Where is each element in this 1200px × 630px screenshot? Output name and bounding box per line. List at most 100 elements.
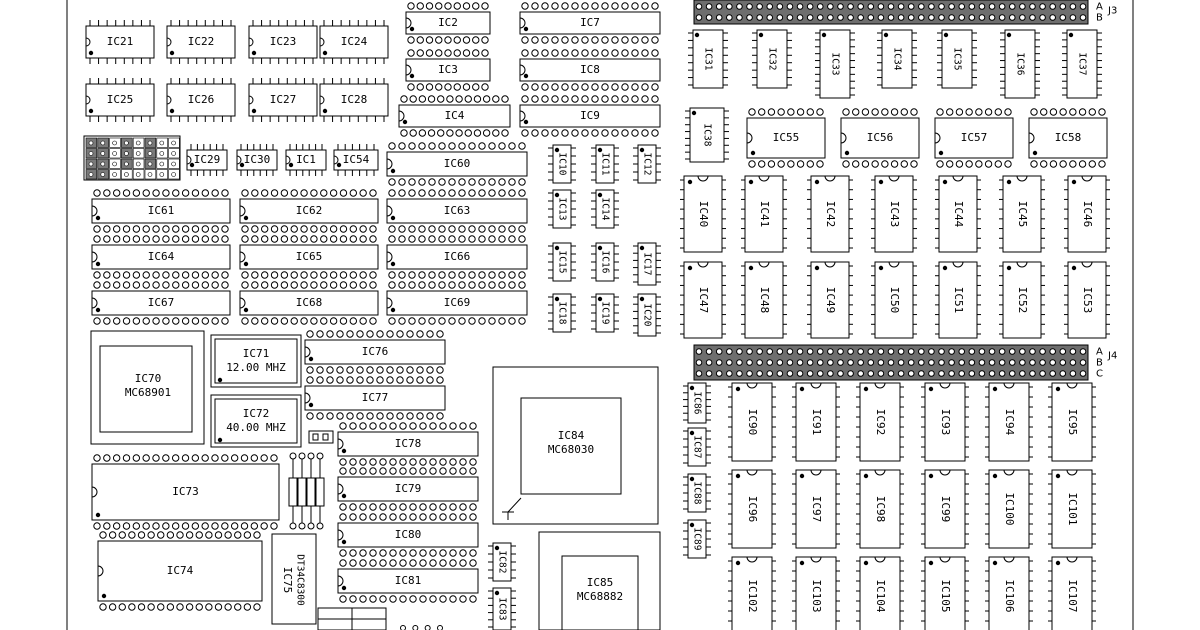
chip-ic52: IC52 xyxy=(999,261,1045,339)
chip-label: IC58 xyxy=(1055,131,1082,144)
chip-label: IC64 xyxy=(148,250,175,263)
connector-label: J4 xyxy=(1107,351,1117,362)
chip-ic57: IC57 xyxy=(934,108,1014,168)
chip-label: IC104 xyxy=(874,579,887,612)
chip-label: IC8 xyxy=(580,63,600,76)
chip-label: IC38 xyxy=(702,124,713,147)
chip-ic65: IC65 xyxy=(239,235,379,279)
connector-row-label: A xyxy=(1096,347,1103,358)
chip-label: IC28 xyxy=(341,93,368,106)
chip-ic9: IC9 xyxy=(519,95,661,137)
chip-label: IC10 xyxy=(557,153,568,176)
connector-row-label: A xyxy=(1096,2,1103,13)
chip-label: IC82 xyxy=(497,551,508,574)
chip-ic30: IC30 xyxy=(236,144,278,176)
chip-label: IC93 xyxy=(939,409,952,436)
chip-label: IC60 xyxy=(444,157,471,170)
chip-ic11: IC11 xyxy=(591,144,619,184)
jumper-block xyxy=(83,135,181,181)
chip-label: IC43 xyxy=(888,201,901,228)
chip-label: IC69 xyxy=(444,296,471,309)
chip-ic58: IC58 xyxy=(1028,108,1108,168)
chip-ic93: IC93 xyxy=(921,382,969,462)
chip-label: IC53 xyxy=(1081,287,1094,314)
connector-block xyxy=(317,607,387,630)
chip-ic61: IC61 xyxy=(91,189,231,233)
chip-label: IC89 xyxy=(692,528,703,551)
chip-ic17: IC17 xyxy=(633,242,661,286)
chip-label: IC74 xyxy=(167,564,194,577)
chip-label: IC106 xyxy=(1003,579,1016,612)
chip-label: IC44 xyxy=(952,201,965,228)
chip-ic87: IC87 xyxy=(683,427,711,467)
chip-label: IC77 xyxy=(362,391,389,404)
chip-label: IC23 xyxy=(270,35,297,48)
chip-label: IC27 xyxy=(270,93,297,106)
chip-label: IC96 xyxy=(746,496,759,523)
chip-ic99: IC99 xyxy=(921,469,969,549)
chip-ic98: IC98 xyxy=(856,469,904,549)
chip-ic102: IC102 xyxy=(728,556,776,630)
chip-label: IC54 xyxy=(343,153,370,166)
connector-label: J3 xyxy=(1107,6,1117,17)
chip-ic38: IC38 xyxy=(685,107,729,163)
chip-ic16: IC16 xyxy=(591,242,619,282)
chip-ic101: IC101 xyxy=(1048,469,1096,549)
chip-ic31: IC31 xyxy=(688,29,728,89)
chip-label: IC50 xyxy=(888,287,901,314)
chip-label: IC107 xyxy=(1066,579,1079,612)
chip-label: IC88 xyxy=(692,482,703,505)
chip-ic44: IC44 xyxy=(935,175,981,253)
chip-label: IC84 xyxy=(558,429,585,442)
chip-label: IC37 xyxy=(1077,53,1088,76)
chip-ic8: IC8 xyxy=(519,49,661,91)
chip-label: IC13 xyxy=(557,198,568,221)
chip-label: IC71 xyxy=(243,347,270,360)
chip-ic32: IC32 xyxy=(752,29,792,89)
chip-ic79: IC79 xyxy=(337,467,479,511)
chip-ic13: IC13 xyxy=(548,189,576,229)
chip-ic68: IC68 xyxy=(239,281,379,325)
chip-label: IC16 xyxy=(600,251,611,274)
chip-ic62: IC62 xyxy=(239,189,379,233)
chip-label: IC1 xyxy=(296,153,316,166)
chip-ic35: IC35 xyxy=(937,29,977,89)
chip-ic66: IC66 xyxy=(386,235,528,279)
chip-label: IC97 xyxy=(810,496,823,523)
chip-label: IC26 xyxy=(188,93,215,106)
chip-label: IC20 xyxy=(642,304,653,327)
chip-ic56: IC56 xyxy=(840,108,920,168)
chip-ic54: IC54 xyxy=(333,144,379,176)
chip-ic55: IC55 xyxy=(746,108,826,168)
resistor-array xyxy=(288,452,325,530)
chip-ic95: IC95 xyxy=(1048,382,1096,462)
chip-label: IC100 xyxy=(1003,492,1016,525)
chip-label: IC51 xyxy=(952,287,965,314)
chip-ic28: IC28 xyxy=(319,78,389,122)
jumper-2pin xyxy=(308,430,334,444)
chip-label: IC85 xyxy=(587,576,614,589)
chip-ic77: IC77 xyxy=(304,376,446,420)
chip-label: IC75 xyxy=(281,567,294,594)
chip-label: IC90 xyxy=(746,409,759,436)
chip-ic18: IC18 xyxy=(548,293,576,333)
chip-label: IC57 xyxy=(961,131,988,144)
chip-label: IC29 xyxy=(194,153,221,166)
chip-ic50: IC50 xyxy=(871,261,917,339)
chip-label: IC42 xyxy=(824,201,837,228)
connector-row-label: C xyxy=(1096,369,1103,380)
chip-ic25: IC25 xyxy=(85,78,155,122)
chip-label: IC92 xyxy=(874,409,887,436)
chip-label: IC79 xyxy=(395,482,422,495)
chip-label: IC105 xyxy=(939,579,952,612)
chip-label: IC49 xyxy=(824,287,837,314)
chip-label: IC45 xyxy=(1016,201,1029,228)
chip-label: IC25 xyxy=(107,93,134,106)
chip-label: IC61 xyxy=(148,204,175,217)
chip-label: IC52 xyxy=(1016,287,1029,314)
chip-ic60: IC60 xyxy=(386,142,528,186)
chip-ic27: IC27 xyxy=(248,78,318,122)
chip-ic29: IC29 xyxy=(186,144,228,176)
